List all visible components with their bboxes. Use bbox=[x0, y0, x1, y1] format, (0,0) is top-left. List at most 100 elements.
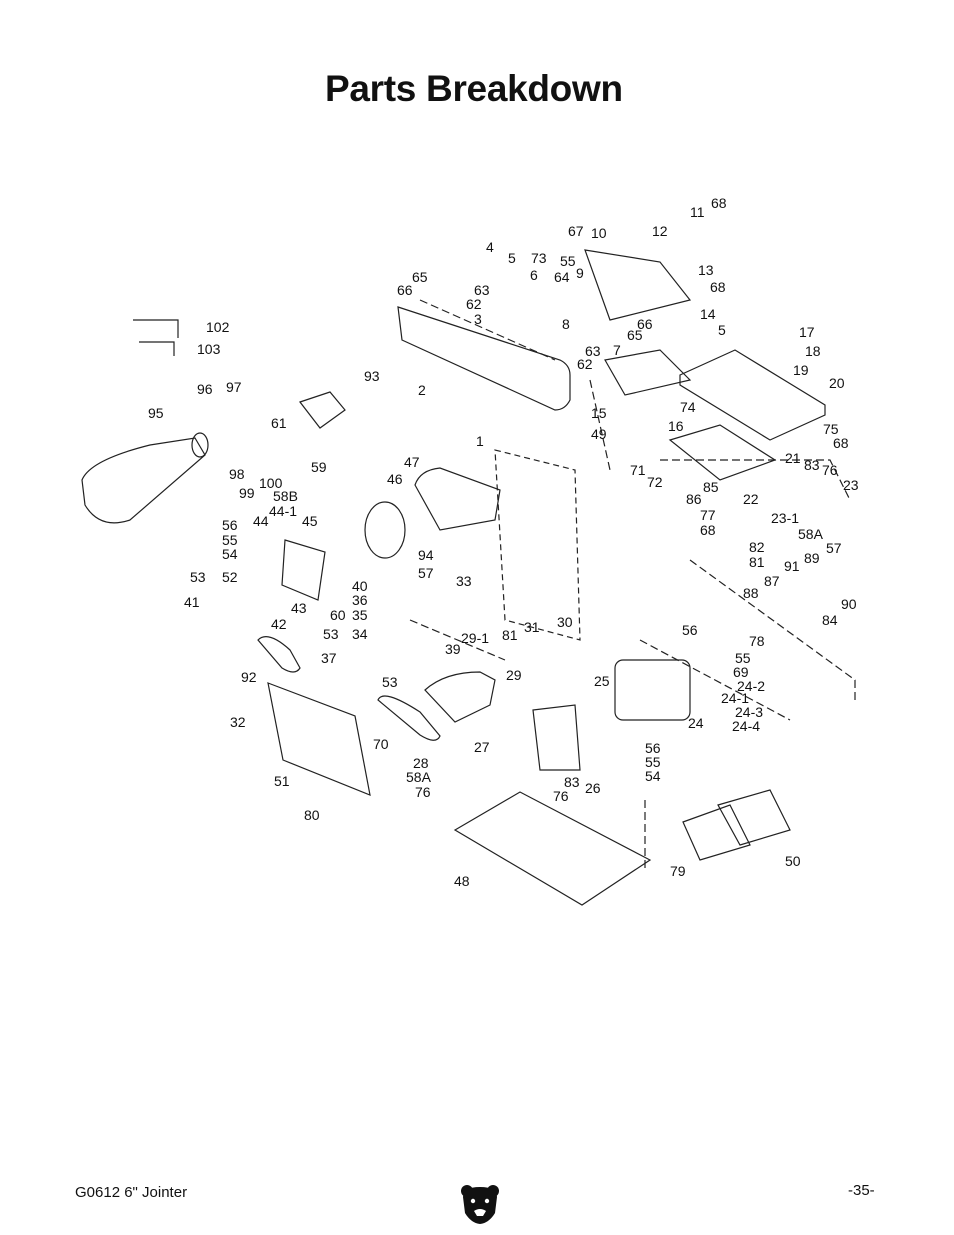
hose-end bbox=[191, 432, 209, 458]
part-label: 83 bbox=[804, 457, 820, 473]
part-label: 76 bbox=[553, 788, 569, 804]
part-label: 67 bbox=[568, 223, 584, 239]
part-label: 17 bbox=[799, 324, 815, 340]
part-label: 93 bbox=[364, 368, 380, 384]
part-label: 44 bbox=[253, 513, 269, 529]
part-label: 69 bbox=[733, 664, 749, 680]
part-label: 83 bbox=[564, 774, 580, 790]
part-label: 29 bbox=[506, 667, 522, 683]
part-label: 50 bbox=[785, 853, 801, 869]
base-plate-48 bbox=[453, 791, 652, 906]
part-label: 60 bbox=[330, 607, 346, 623]
part-label: 37 bbox=[321, 650, 337, 666]
part-label: 15 bbox=[591, 405, 607, 421]
part-label: 62 bbox=[466, 296, 482, 312]
hex-wrench-103 bbox=[139, 341, 175, 356]
part-label: 66 bbox=[637, 316, 653, 332]
part-label: 71 bbox=[630, 462, 646, 478]
part-label: 1 bbox=[476, 433, 484, 449]
motor-housing-47 bbox=[414, 467, 501, 531]
part-label: 64 bbox=[554, 269, 570, 285]
belt-guard bbox=[281, 539, 326, 601]
part-label: 24-2 bbox=[737, 678, 766, 694]
part-label: 91 bbox=[784, 558, 800, 574]
part-label: 90 bbox=[841, 596, 857, 612]
part-label: 23-1 bbox=[771, 510, 800, 526]
part-label: 24-4 bbox=[732, 718, 761, 734]
part-label: 2 bbox=[418, 382, 426, 398]
part-label: 23 bbox=[843, 477, 859, 493]
part-label: 86 bbox=[686, 491, 702, 507]
push-block-2 bbox=[717, 789, 791, 846]
part-label: 72 bbox=[647, 474, 663, 490]
part-label: 28 bbox=[413, 755, 429, 771]
part-label: 96 bbox=[197, 381, 213, 397]
part-label: 18 bbox=[805, 343, 821, 359]
part-label: 79 bbox=[670, 863, 686, 879]
part-label: 20 bbox=[829, 375, 845, 391]
part-label: 45 bbox=[302, 513, 318, 529]
motor-mount-29 bbox=[424, 671, 496, 723]
part-label: 94 bbox=[418, 547, 434, 563]
part-label: 19 bbox=[793, 362, 809, 378]
part-label: 53 bbox=[382, 674, 398, 690]
part-label: 87 bbox=[764, 573, 780, 589]
part-label: 6 bbox=[530, 267, 538, 283]
part-label: 49 bbox=[591, 426, 607, 442]
part-label: 80 bbox=[304, 807, 320, 823]
part-label: 14 bbox=[700, 306, 716, 322]
stand-frame bbox=[494, 449, 581, 641]
part-label: 61 bbox=[271, 415, 287, 431]
part-label: 58B bbox=[273, 488, 298, 504]
part-label: 57 bbox=[418, 565, 434, 581]
part-label: 82 bbox=[749, 539, 765, 555]
part-label: 99 bbox=[239, 485, 255, 501]
part-label: 40 bbox=[352, 578, 368, 594]
part-label: 103 bbox=[197, 341, 221, 357]
part-label: 70 bbox=[373, 736, 389, 752]
part-label: 76 bbox=[822, 462, 838, 478]
part-label: 58A bbox=[798, 526, 823, 542]
part-label: 63 bbox=[585, 343, 601, 359]
part-label: 76 bbox=[415, 784, 431, 800]
part-label: 51 bbox=[274, 773, 290, 789]
part-label: 89 bbox=[804, 550, 820, 566]
part-label: 62 bbox=[577, 356, 593, 372]
dust-port-93 bbox=[299, 391, 346, 429]
part-label: 32 bbox=[230, 714, 246, 730]
bear-logo-icon bbox=[461, 1185, 499, 1224]
part-label: 68 bbox=[700, 522, 716, 538]
part-label: 34 bbox=[352, 626, 368, 642]
page-title: Parts Breakdown bbox=[325, 68, 623, 109]
part-label: 55 bbox=[645, 754, 661, 770]
part-label: 24 bbox=[688, 715, 704, 731]
part-label: 39 bbox=[445, 641, 461, 657]
part-label: 36 bbox=[352, 592, 368, 608]
part-label: 5 bbox=[718, 322, 726, 338]
outfeed-table bbox=[584, 249, 692, 321]
part-label: 10 bbox=[591, 225, 607, 241]
part-label: 81 bbox=[749, 554, 765, 570]
part-label: 41 bbox=[184, 594, 200, 610]
part-label: 16 bbox=[668, 418, 684, 434]
part-label: 65 bbox=[412, 269, 428, 285]
part-label: 35 bbox=[352, 607, 368, 623]
part-label: 68 bbox=[710, 279, 726, 295]
part-label: 68 bbox=[833, 435, 849, 451]
part-label: 3 bbox=[474, 311, 482, 327]
part-label: 92 bbox=[241, 669, 257, 685]
v-belt-70 bbox=[377, 695, 441, 741]
part-label: 58A bbox=[406, 769, 431, 785]
push-block-1 bbox=[682, 804, 751, 861]
part-label: 73 bbox=[531, 250, 547, 266]
part-label: 55 bbox=[222, 532, 238, 548]
part-label: 12 bbox=[652, 223, 668, 239]
part-label: 54 bbox=[222, 546, 238, 562]
part-label: 48 bbox=[454, 873, 470, 889]
part-label: 78 bbox=[749, 633, 765, 649]
part-label: 100 bbox=[259, 475, 283, 491]
part-label: 53 bbox=[323, 626, 339, 642]
page-number: -35- bbox=[848, 1182, 875, 1199]
part-label: 31 bbox=[524, 619, 540, 635]
